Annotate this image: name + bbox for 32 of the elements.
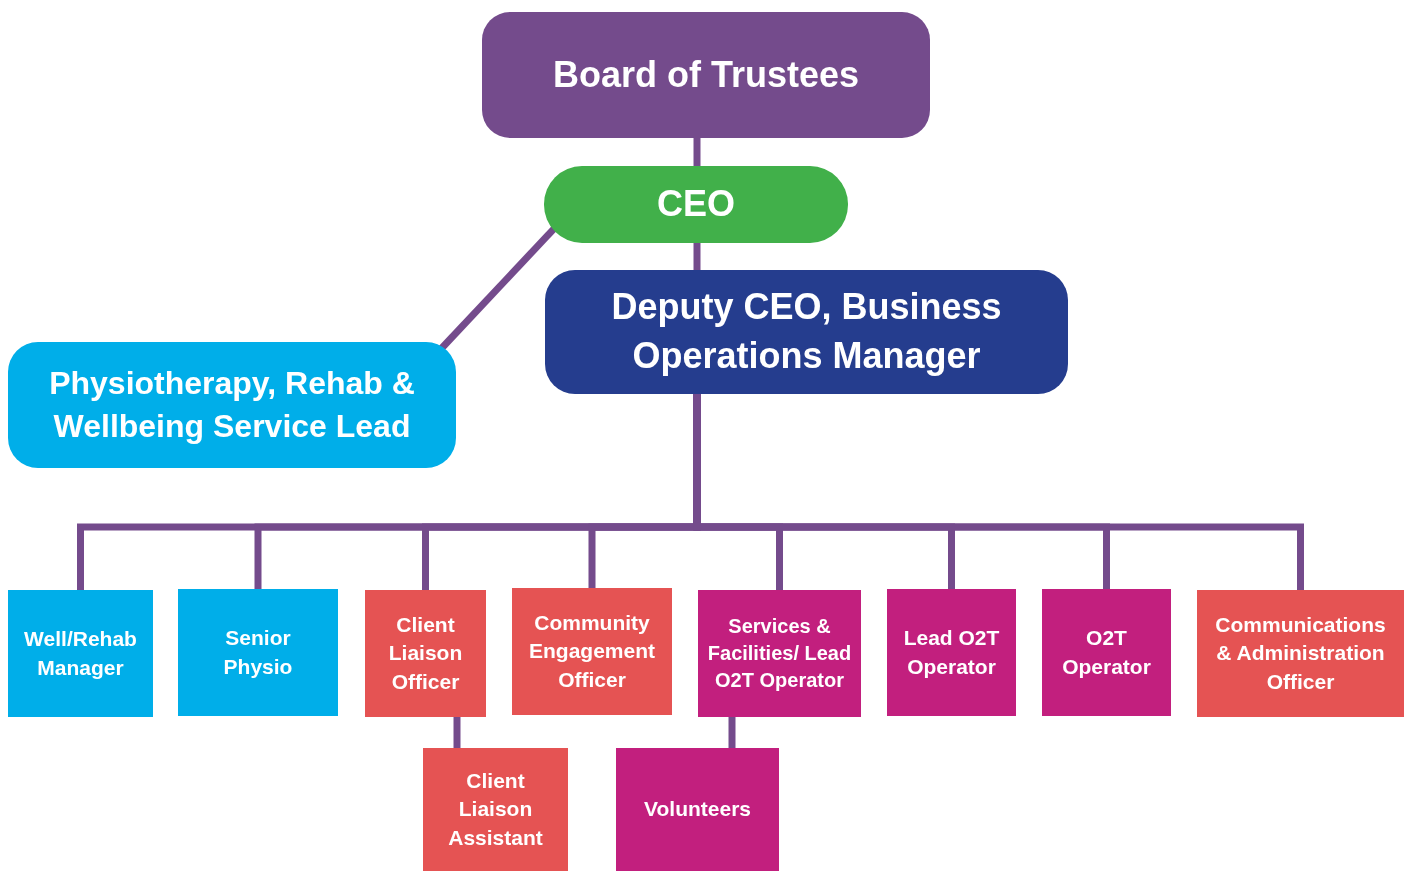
role-box (1197, 590, 1404, 717)
role-title: Volunteers (644, 796, 751, 823)
rounded-role-box (545, 270, 1068, 394)
role-title: Board of Trustees (552, 52, 860, 97)
role-box (1042, 589, 1171, 716)
role-title: CEO (657, 182, 735, 227)
role-title: O2T Operator (1061, 625, 1152, 680)
role-title: Client Liaison Assistant (447, 768, 544, 851)
role-title: Lead O2T Operator (902, 625, 1001, 680)
role-title: Community Engagement Officer (528, 610, 656, 693)
role-title: Physiotherapy, Rehab & Wellbeing Service Lead (48, 363, 416, 446)
role-title: Communications & Administration Officer (1215, 612, 1386, 695)
role-box (887, 589, 1016, 716)
connector-line (693, 243, 701, 270)
connector-line (693, 138, 701, 166)
role-title: Deputy CEO, Business Operations Manager (610, 285, 1003, 378)
role-box (423, 748, 568, 871)
rounded-role-box (544, 166, 848, 243)
role-title: Services & Facilities/ Lead O2T Operator (706, 614, 853, 693)
role-box (365, 590, 486, 717)
role-title: Well/Rehab Manager (23, 626, 138, 681)
rounded-role-box (482, 12, 930, 138)
connector-line (728, 717, 736, 748)
role-box (178, 589, 338, 716)
rounded-role-box (8, 342, 456, 468)
role-title: Client Liaison Officer (387, 612, 464, 695)
role-box (512, 588, 672, 715)
role-title: Senior Physio (222, 625, 294, 680)
role-box (8, 590, 153, 717)
role-box (698, 590, 861, 717)
connector-line (453, 717, 461, 748)
role-box (616, 748, 779, 871)
